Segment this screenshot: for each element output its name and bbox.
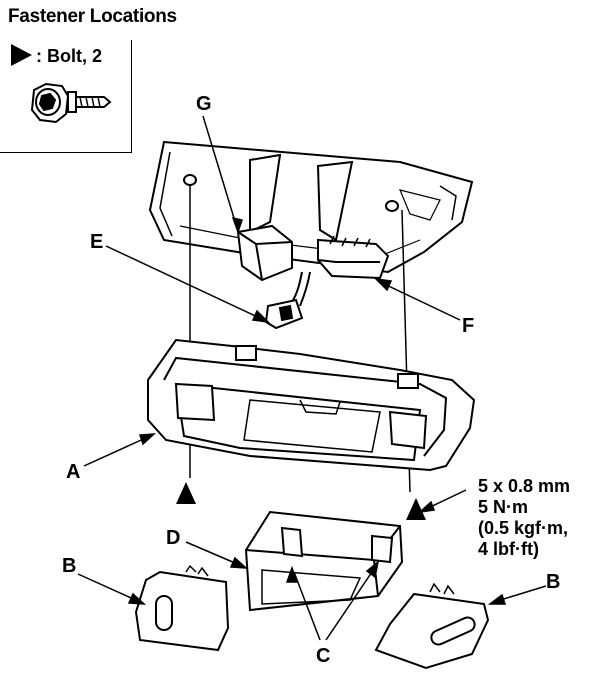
leader-d <box>185 541 249 569</box>
leader-g <box>202 115 243 235</box>
lens-left <box>134 564 230 652</box>
callout-b-right: B <box>546 571 561 593</box>
leader-b-right <box>487 585 547 605</box>
leader-a <box>83 433 157 467</box>
connector-g <box>236 224 293 282</box>
diagram-title: Fastener Locations <box>8 6 177 27</box>
leader-b-left <box>77 573 147 605</box>
connector-e <box>264 271 311 330</box>
leader-e <box>105 245 271 324</box>
callout-d: D <box>166 527 181 549</box>
roof-panel <box>148 140 474 274</box>
connector-f <box>317 235 390 280</box>
bolt-icon <box>30 82 112 124</box>
torque-spec: 5 x 0.8 mm 5 N·m (0.5 kgf·m, 4 lbf·ft) <box>478 476 570 560</box>
callout-b-left: B <box>62 555 77 577</box>
torque-size: 5 x 0.8 mm <box>478 476 571 496</box>
callout-g: G <box>196 93 212 115</box>
leader-torque <box>417 489 467 514</box>
bolt-legend-label: : Bolt, 2 <box>36 46 102 66</box>
torque-nm: 5 N·m <box>478 497 529 517</box>
leader-c <box>285 560 380 641</box>
lens-right <box>374 582 490 670</box>
callout-e: E <box>90 231 104 253</box>
bolt-marker-right <box>406 498 426 520</box>
leader-f <box>373 277 461 321</box>
bolt-marker-left <box>176 482 196 504</box>
console-housing <box>147 338 476 472</box>
black-triangle-icon <box>11 44 32 66</box>
callout-f: F <box>462 315 475 337</box>
callout-c: C <box>316 645 331 667</box>
legend-box <box>0 40 132 153</box>
torque-kgf: (0.5 kgf·m, <box>478 518 569 538</box>
callout-a: A <box>66 461 81 483</box>
torque-lbf: 4 lbf·ft) <box>478 539 539 559</box>
